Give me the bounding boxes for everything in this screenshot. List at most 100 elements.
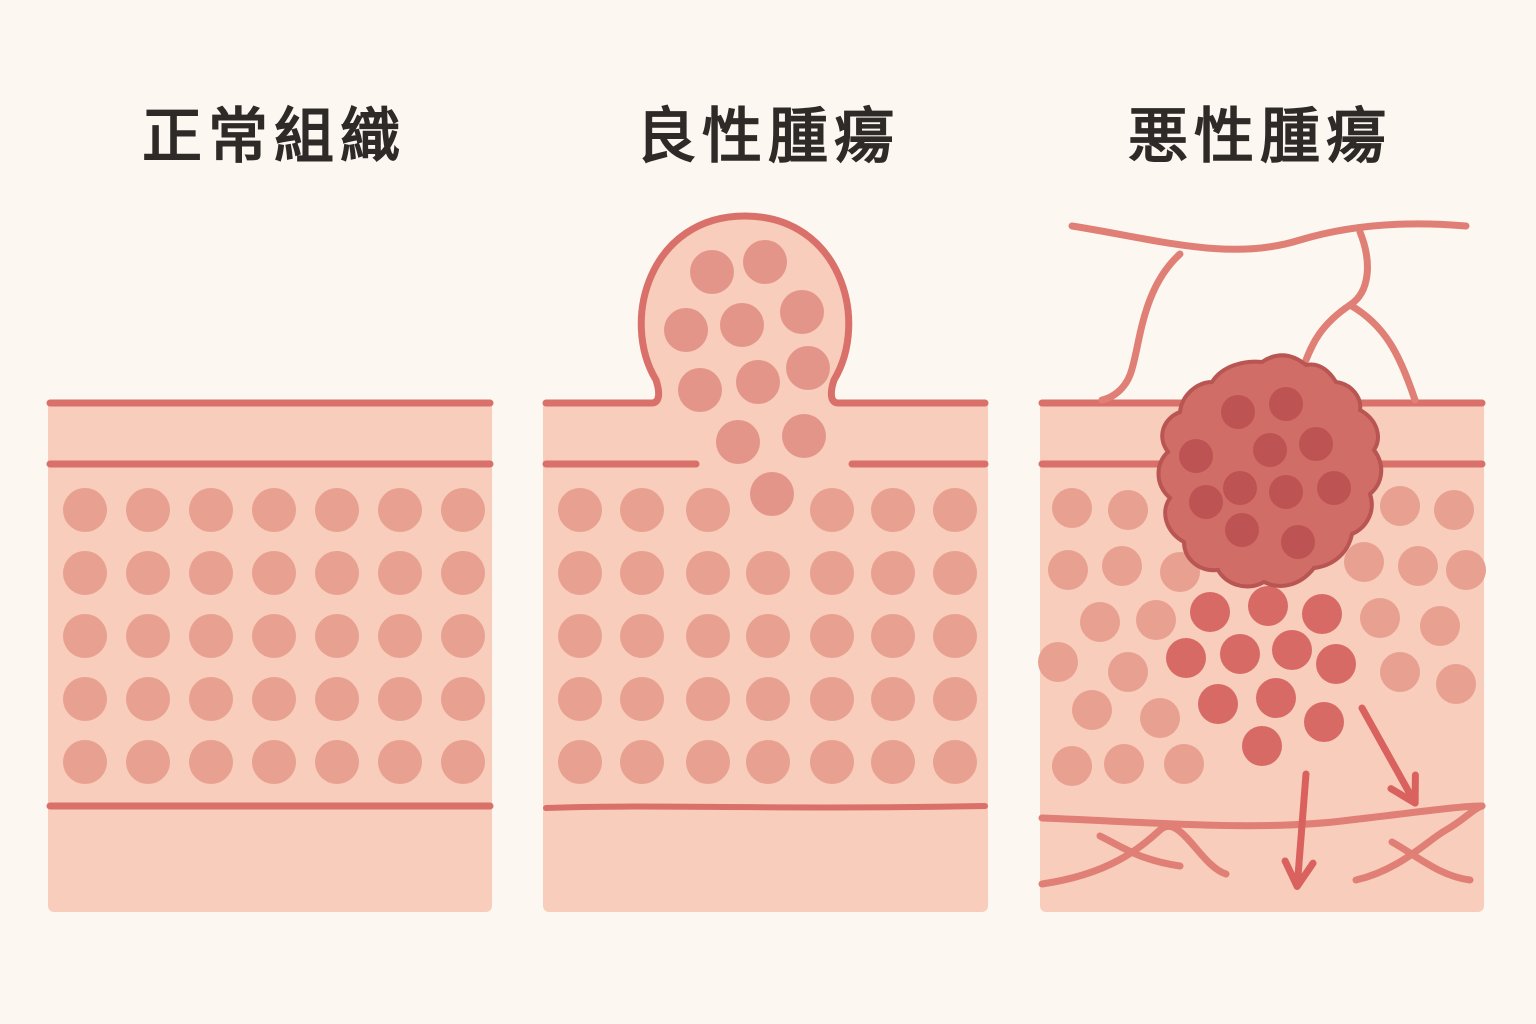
normal-cell: [933, 740, 977, 784]
normal-tissue-panel: [46, 399, 494, 912]
normal-cell: [1140, 698, 1180, 738]
tumor-nucleus: [1253, 433, 1287, 467]
tumor-cell: [678, 368, 722, 412]
normal-cell: [620, 677, 664, 721]
normal-cell: [1038, 642, 1078, 682]
normal-cell: [871, 551, 915, 595]
normal-cell: [620, 740, 664, 784]
normal-cell: [63, 614, 107, 658]
tumor-nucleus: [1299, 427, 1333, 461]
normal-cell: [189, 488, 233, 532]
normal-cell: [746, 551, 790, 595]
normal-cell: [1380, 486, 1420, 526]
normal-cell: [558, 740, 602, 784]
normal-cell: [441, 488, 485, 532]
normal-cell: [933, 551, 977, 595]
tumor-mass-nuclei: [1179, 387, 1351, 559]
normal-cell: [558, 614, 602, 658]
tumor-cell: [750, 472, 794, 516]
normal-cell: [810, 614, 854, 658]
normal-cell-grid: [63, 488, 485, 784]
tumor-nucleus: [1179, 439, 1213, 473]
tumor-nucleus: [1189, 485, 1223, 519]
benign-tumor-panel: [542, 212, 989, 912]
normal-cell: [252, 740, 296, 784]
normal-cell: [315, 551, 359, 595]
normal-cell: [441, 740, 485, 784]
normal-cell: [558, 488, 602, 532]
title-normal-tissue: 正常組織: [142, 102, 406, 172]
normal-cell: [252, 614, 296, 658]
invading-cell: [1242, 726, 1282, 766]
normal-cell: [1344, 542, 1384, 582]
tumor-mass-body: [1156, 353, 1384, 589]
normal-cell: [1420, 606, 1460, 646]
lower-blood-vessels: [1038, 802, 1486, 888]
tumor-nucleus: [1225, 513, 1259, 547]
normal-cell: [378, 677, 422, 721]
tumor-nucleus: [1317, 471, 1351, 505]
normal-cell: [1048, 550, 1088, 590]
normal-cell: [126, 614, 170, 658]
normal-cell: [1164, 744, 1204, 784]
tumor-cell: [782, 414, 826, 458]
normal-cell: [1102, 546, 1142, 586]
normal-cell: [933, 614, 977, 658]
tumor-cell: [780, 290, 824, 334]
normal-cell: [189, 551, 233, 595]
tumor-cell: [720, 303, 764, 347]
tumor-nucleus: [1269, 387, 1303, 421]
normal-cell: [63, 551, 107, 595]
invading-cell: [1248, 586, 1288, 626]
normal-cell: [686, 740, 730, 784]
upper-blood-vessels: [1068, 220, 1470, 404]
normal-cell: [620, 614, 664, 658]
normal-cell: [189, 614, 233, 658]
normal-cell: [1052, 488, 1092, 528]
normal-cell: [378, 614, 422, 658]
tumor-cell: [736, 360, 780, 404]
normal-cell: [1108, 652, 1148, 692]
normal-cell: [933, 677, 977, 721]
invading-cell: [1220, 634, 1260, 674]
invading-cell: [1198, 684, 1238, 724]
normal-cell: [810, 677, 854, 721]
normal-cell: [746, 740, 790, 784]
benign-basement-line: [543, 803, 988, 811]
normal-cell: [686, 677, 730, 721]
normal-cell: [1360, 598, 1400, 638]
invasion-arrow-icon: [1358, 704, 1419, 807]
normal-cell: [558, 677, 602, 721]
normal-cell: [441, 677, 485, 721]
normal-cell: [1136, 600, 1176, 640]
tumor-nucleus: [1269, 475, 1303, 509]
tumor-nucleus: [1281, 525, 1315, 559]
tumor-cell: [786, 346, 830, 390]
normal-cell: [252, 551, 296, 595]
title-malignant-tumor: 悪性腫瘍: [1128, 102, 1392, 172]
invasion-arrow-icon: [1281, 770, 1317, 890]
tumor-nucleus: [1223, 471, 1257, 505]
normal-cell: [441, 614, 485, 658]
normal-cell: [686, 614, 730, 658]
normal-cell: [441, 551, 485, 595]
normal-cell: [252, 677, 296, 721]
normal-cell: [1080, 602, 1120, 642]
malignant-normal-cells: [1038, 486, 1486, 786]
invading-cell: [1302, 594, 1342, 634]
normal-cell: [620, 488, 664, 532]
normal-cell: [1398, 546, 1438, 586]
normal-cell: [1446, 550, 1486, 590]
normal-cell: [810, 740, 854, 784]
normal-cell: [189, 740, 233, 784]
invading-cell: [1166, 638, 1206, 678]
normal-cell: [871, 740, 915, 784]
normal-cell: [315, 740, 359, 784]
normal-cell: [315, 614, 359, 658]
tumor-cell: [743, 240, 787, 284]
normal-cell: [686, 488, 730, 532]
normal-cell: [871, 488, 915, 532]
malignant-tissue-block: [1040, 400, 1484, 912]
malignant-tumor-mass: [1156, 353, 1384, 589]
